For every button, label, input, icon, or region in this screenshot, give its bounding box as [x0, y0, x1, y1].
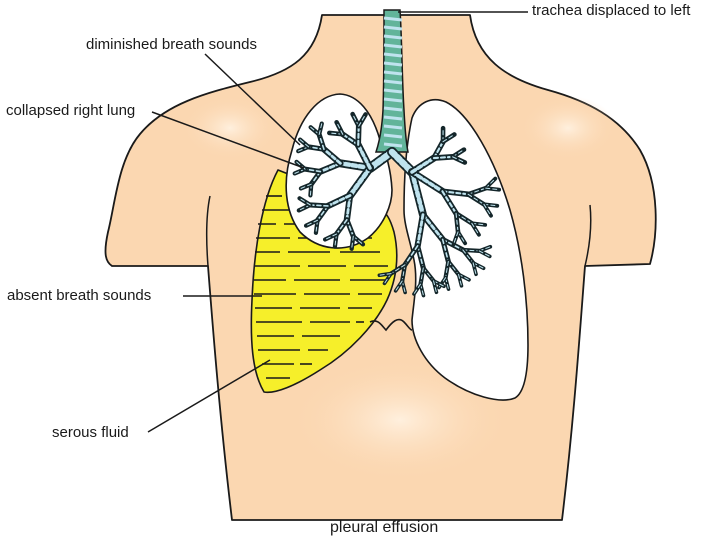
- bronchus-segment-highlight: [358, 126, 359, 145]
- trachea-ring: [384, 144, 402, 146]
- trachea-ring: [384, 90, 402, 92]
- trachea-ring: [384, 18, 402, 20]
- label-diminished-breath-sounds: diminished breath sounds: [86, 36, 257, 54]
- trachea-ring: [384, 135, 402, 137]
- trachea-cartilage-rings: [384, 18, 402, 146]
- trachea-ring: [384, 108, 402, 110]
- label-absent-breath-sounds: absent breath sounds: [7, 287, 151, 305]
- bronchus-segment-highlight: [310, 205, 328, 206]
- trachea-ring: [384, 81, 402, 83]
- shoulder-highlight-right: [520, 96, 616, 160]
- trachea-ring: [384, 72, 402, 74]
- trachea-ring: [384, 99, 402, 101]
- bronchus-segment-highlight: [434, 157, 453, 158]
- label-trachea-displaced: trachea displaced to left: [532, 2, 690, 20]
- trachea-ring: [384, 63, 402, 65]
- diagram-caption: pleural effusion: [330, 519, 438, 537]
- trachea-ring: [384, 126, 402, 128]
- trachea-ring: [384, 54, 402, 56]
- label-serous-fluid: serous fluid: [52, 424, 129, 442]
- trachea-ring: [384, 27, 402, 29]
- trachea-ring: [384, 36, 402, 38]
- trachea-ring: [384, 45, 402, 47]
- trachea-ring: [384, 117, 402, 119]
- label-collapsed-right-lung: collapsed right lung: [6, 102, 135, 120]
